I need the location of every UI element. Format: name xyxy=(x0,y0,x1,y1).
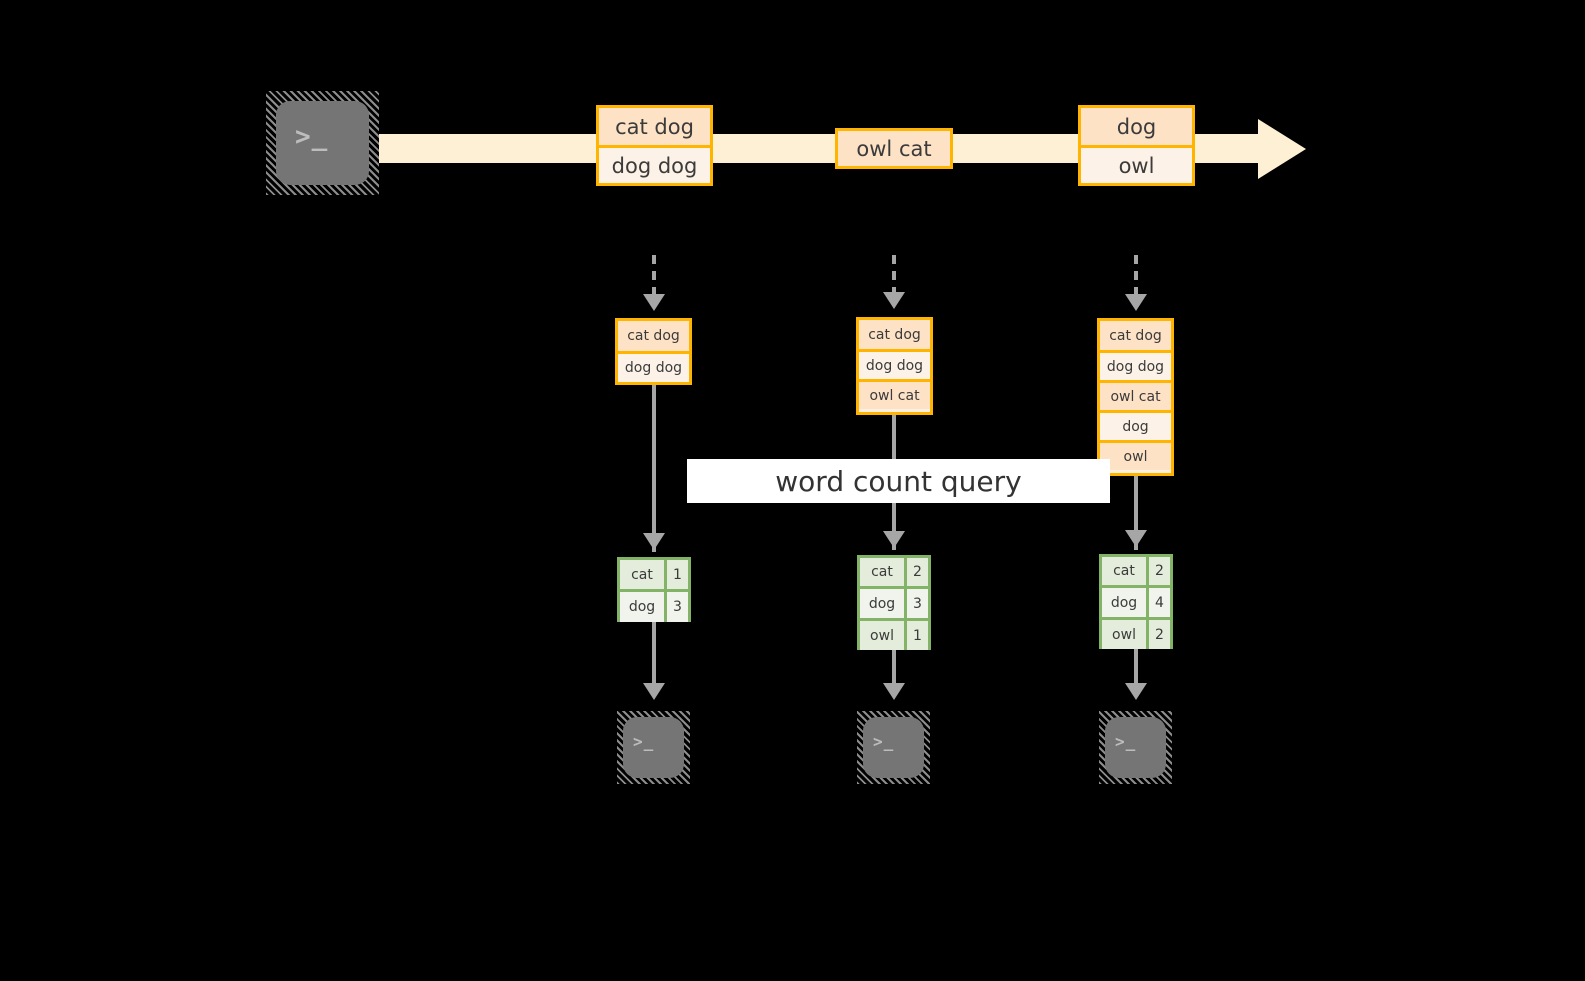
batch-trigger-dashed-line xyxy=(652,255,656,294)
batch-input-table: cat dog dog dog owl cat dog owl xyxy=(1097,318,1174,476)
result-count: 3 xyxy=(664,592,688,622)
result-count: 4 xyxy=(1146,588,1170,617)
sink-terminal-icon: >_ xyxy=(857,711,930,784)
stream-event-line: owl xyxy=(1081,145,1192,183)
stream-event-line: owl cat xyxy=(838,131,950,166)
query-connector-arrowhead xyxy=(883,531,905,548)
batch-trigger-arrowhead xyxy=(643,294,665,311)
sink-connector-line xyxy=(1134,649,1138,685)
terminal-body xyxy=(276,101,369,185)
query-connector-line xyxy=(1134,476,1138,550)
stream-event-line: dog dog xyxy=(599,145,710,183)
source-terminal-icon: >_ xyxy=(266,91,379,195)
batch-result-table: cat 2 dog 3 owl 1 xyxy=(857,555,931,650)
batch-input-row: dog xyxy=(1100,410,1171,440)
result-word: dog xyxy=(620,592,664,622)
terminal-prompt-glyph: >_ xyxy=(295,122,329,152)
batch-trigger-dashed-line xyxy=(1134,255,1138,294)
batch-input-table: cat dog dog dog owl cat xyxy=(856,317,933,415)
terminal-prompt-glyph: >_ xyxy=(873,732,895,751)
table-row: owl 1 xyxy=(860,618,928,650)
sink-terminal-icon: >_ xyxy=(1099,711,1172,784)
query-label: word count query xyxy=(687,459,1110,503)
terminal-prompt-glyph: >_ xyxy=(1115,732,1137,751)
batch-result-table: cat 1 dog 3 xyxy=(617,557,691,622)
stream-event-box: cat dog dog dog xyxy=(596,105,713,186)
sink-connector-line xyxy=(892,650,896,685)
batch-trigger-arrowhead xyxy=(883,292,905,309)
terminal-body xyxy=(863,717,924,778)
result-count: 2 xyxy=(904,558,928,586)
sink-connector-arrowhead xyxy=(1125,683,1147,700)
batch-input-row: owl cat xyxy=(1100,380,1171,410)
batch-input-row: owl cat xyxy=(859,379,930,409)
query-connector-arrowhead xyxy=(643,533,665,550)
batch-trigger-arrowhead xyxy=(1125,294,1147,311)
stream-event-line: dog xyxy=(1081,108,1192,145)
sink-connector-line xyxy=(652,622,656,685)
batch-trigger-dashed-line xyxy=(892,255,896,294)
result-word: dog xyxy=(1102,588,1146,617)
terminal-body xyxy=(623,717,684,778)
table-row: dog 4 xyxy=(1102,585,1170,617)
batch-input-row: dog dog xyxy=(618,351,689,382)
query-connector-arrowhead xyxy=(1125,530,1147,547)
stream-event-line: cat dog xyxy=(599,108,710,145)
sink-connector-arrowhead xyxy=(883,683,905,700)
result-word: owl xyxy=(860,621,904,650)
stream-event-box: dog owl xyxy=(1078,105,1195,186)
table-row: cat 2 xyxy=(1102,557,1170,585)
table-row: dog 3 xyxy=(620,589,688,622)
batch-input-row: dog dog xyxy=(859,349,930,379)
stream-arrowhead xyxy=(1258,119,1306,179)
terminal-prompt-glyph: >_ xyxy=(633,732,655,751)
result-word: owl xyxy=(1102,620,1146,649)
stream-event-box: owl cat xyxy=(835,128,953,169)
result-word: cat xyxy=(620,560,664,589)
result-count: 2 xyxy=(1146,620,1170,649)
result-count: 1 xyxy=(904,621,928,650)
table-row: dog 3 xyxy=(860,586,928,618)
query-connector-line xyxy=(652,385,656,552)
result-word: dog xyxy=(860,589,904,618)
batch-input-table: cat dog dog dog xyxy=(615,318,692,385)
batch-input-row: dog dog xyxy=(1100,350,1171,380)
table-row: owl 2 xyxy=(1102,617,1170,649)
result-word: cat xyxy=(1102,557,1146,585)
result-count: 3 xyxy=(904,589,928,618)
batch-result-table: cat 2 dog 4 owl 2 xyxy=(1099,554,1173,649)
batch-input-row: cat dog xyxy=(1100,321,1171,350)
sink-connector-arrowhead xyxy=(643,683,665,700)
result-count: 1 xyxy=(664,560,688,589)
batch-input-row: cat dog xyxy=(618,321,689,351)
terminal-body xyxy=(1105,717,1166,778)
table-row: cat 1 xyxy=(620,560,688,589)
result-count: 2 xyxy=(1146,557,1170,585)
batch-input-row: cat dog xyxy=(859,320,930,349)
sink-terminal-icon: >_ xyxy=(617,711,690,784)
result-word: cat xyxy=(860,558,904,586)
batch-input-row: owl xyxy=(1100,440,1171,470)
table-row: cat 2 xyxy=(860,558,928,586)
